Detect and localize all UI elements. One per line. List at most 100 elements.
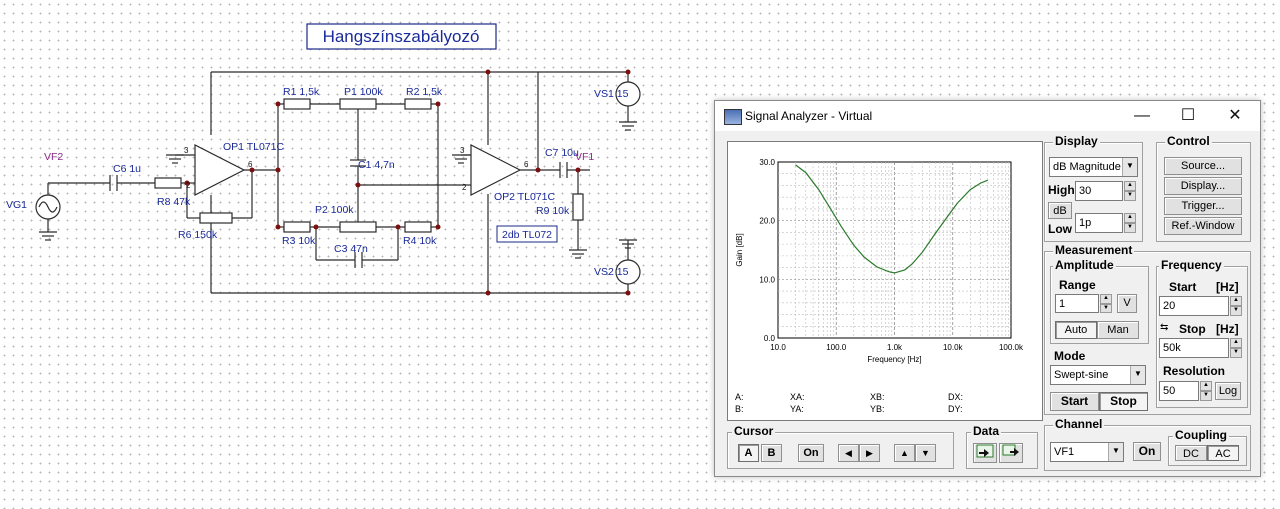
stop-freq-label: Stop bbox=[1179, 322, 1206, 336]
ac-coupling-button[interactable]: AC bbox=[1207, 445, 1239, 461]
label-r9: R9 10k bbox=[536, 205, 570, 217]
stop-freq-unit: [Hz] bbox=[1216, 322, 1239, 336]
cursor-xb-readout: XB: bbox=[870, 392, 885, 402]
range-spinner[interactable]: ▲▼ bbox=[1100, 294, 1112, 313]
minimize-button[interactable]: — bbox=[1134, 107, 1150, 124]
x-tick-label: 1.0k bbox=[887, 343, 903, 352]
title-bar[interactable]: Signal Analyzer - Virtual — ☐ ✕ bbox=[715, 101, 1260, 131]
stop-button[interactable]: Stop bbox=[1099, 392, 1148, 411]
mode-value: Swept-sine bbox=[1054, 369, 1109, 381]
start-frequency-input[interactable]: 20 bbox=[1159, 296, 1229, 316]
cursor-left-button[interactable]: ◀ bbox=[838, 444, 859, 462]
trigger-button[interactable]: Trigger... bbox=[1164, 197, 1242, 215]
stop-frequency-spinner[interactable]: ▲▼ bbox=[1230, 338, 1242, 358]
data-group: Data bbox=[966, 424, 1038, 469]
channel-group-label: Channel bbox=[1053, 417, 1105, 431]
close-button[interactable]: ✕ bbox=[1228, 107, 1242, 124]
chevron-down-icon: ▼ bbox=[1130, 366, 1145, 384]
dual-opamp-note: 2db TL072 bbox=[502, 229, 552, 241]
label-vs1: VS1 15 bbox=[594, 88, 629, 100]
display-mode-select[interactable]: dB Magnitude ▼ bbox=[1049, 157, 1138, 177]
cursor-yb-readout: YB: bbox=[870, 404, 885, 414]
y-tick-label: 30.0 bbox=[759, 158, 775, 167]
channel-on-button[interactable]: On bbox=[1133, 442, 1161, 461]
label-r1: R1 1,5k bbox=[283, 86, 320, 98]
y-axis-label: Gain [dB] bbox=[735, 233, 744, 266]
cursor-group-label: Cursor bbox=[732, 424, 776, 438]
op2-pin2: 2 bbox=[462, 183, 467, 192]
channel-select[interactable]: VF1 ▼ bbox=[1050, 442, 1124, 462]
measurement-group: Measurement Amplitude Range 1 ▲▼ V Auto … bbox=[1044, 243, 1251, 415]
display-settings-button[interactable]: Display... bbox=[1164, 177, 1242, 195]
channel-value: VF1 bbox=[1054, 446, 1075, 458]
gain-curve bbox=[795, 164, 989, 274]
label-r3: R3 10k bbox=[282, 235, 316, 247]
ref-window-button[interactable]: Ref.-Window bbox=[1164, 217, 1242, 235]
low-spinner[interactable]: ▲▼ bbox=[1124, 213, 1136, 233]
cursor-right-button[interactable]: ▶ bbox=[859, 444, 880, 462]
x-tick-label: 100.0 bbox=[826, 343, 847, 352]
import-data-icon bbox=[976, 444, 994, 458]
window-title: Signal Analyzer - Virtual bbox=[745, 109, 873, 123]
source-button[interactable]: Source... bbox=[1164, 157, 1242, 175]
man-button[interactable]: Man bbox=[1097, 321, 1139, 339]
link-icon[interactable]: ⇆ bbox=[1160, 322, 1169, 333]
data-group-label: Data bbox=[971, 424, 1002, 438]
coupling-group-label: Coupling bbox=[1173, 428, 1229, 442]
label-c6: C6 1u bbox=[113, 163, 141, 175]
cursor-down-button[interactable]: ▼ bbox=[915, 444, 936, 462]
resolution-input[interactable]: 50 bbox=[1159, 381, 1199, 401]
label-p1: P1 100k bbox=[344, 86, 383, 98]
x-tick-label: 100.0k bbox=[999, 343, 1024, 352]
cursor-b-readout: B: bbox=[735, 404, 744, 414]
y-tick-label: 20.0 bbox=[759, 217, 775, 226]
db-button[interactable]: dB bbox=[1048, 202, 1072, 219]
log-button[interactable]: Log bbox=[1215, 382, 1241, 400]
cursor-a-readout: A: bbox=[735, 392, 744, 402]
display-group-label: Display bbox=[1053, 134, 1100, 148]
display-group: Display dB Magnitude ▼ High 30 ▲▼ dB Low… bbox=[1044, 134, 1143, 242]
start-frequency-spinner[interactable]: ▲▼ bbox=[1230, 296, 1242, 316]
cursor-dy-readout: DY: bbox=[948, 404, 963, 414]
resolution-label: Resolution bbox=[1163, 364, 1225, 378]
label-r6: R6 150k bbox=[178, 229, 218, 241]
label-vg1: VG1 bbox=[6, 199, 27, 211]
x-axis-label: Frequency [Hz] bbox=[867, 355, 921, 364]
schematic-canvas: Hangszínszabályozó 2db TL072 VF2 VG1 C6 … bbox=[6, 23, 641, 296]
mode-label: Mode bbox=[1054, 349, 1086, 363]
y-tick-label: 10.0 bbox=[759, 275, 775, 284]
dc-coupling-button[interactable]: DC bbox=[1175, 445, 1207, 461]
export-data-button[interactable] bbox=[999, 443, 1023, 463]
cursor-on-button[interactable]: On bbox=[798, 444, 824, 462]
label-r8: R8 47k bbox=[157, 196, 191, 208]
signal-analyzer-window: Signal Analyzer - Virtual — ☐ ✕ 10.0 100.… bbox=[714, 100, 1261, 477]
mode-select[interactable]: Swept-sine ▼ bbox=[1050, 365, 1146, 385]
import-data-button[interactable] bbox=[973, 443, 997, 463]
control-group: Control Source... Display... Trigger... … bbox=[1156, 134, 1251, 242]
coupling-group: Coupling DC AC bbox=[1168, 428, 1247, 466]
maximize-button[interactable]: ☐ bbox=[1180, 107, 1196, 124]
label-op1: OP1 TL071C bbox=[223, 141, 285, 153]
label-vf1: VF1 bbox=[575, 151, 594, 163]
label-vs2: VS2 15 bbox=[594, 266, 629, 278]
high-spinner[interactable]: ▲▼ bbox=[1124, 181, 1136, 201]
low-input[interactable]: 1p bbox=[1075, 213, 1123, 233]
cursor-xa-readout: XA: bbox=[790, 392, 805, 402]
volt-unit-button[interactable]: V bbox=[1117, 294, 1137, 313]
label-c3: C3 47n bbox=[334, 243, 368, 255]
control-group-label: Control bbox=[1165, 134, 1212, 148]
stop-frequency-input[interactable]: 50k bbox=[1159, 338, 1229, 358]
amplitude-label: Amplitude bbox=[1053, 258, 1116, 272]
high-input[interactable]: 30 bbox=[1075, 181, 1123, 201]
range-input[interactable]: 1 bbox=[1055, 294, 1099, 313]
label-c7: C7 10u bbox=[545, 147, 579, 159]
cursor-b-button[interactable]: B bbox=[761, 444, 782, 462]
label-r4: R4 10k bbox=[403, 235, 437, 247]
auto-button[interactable]: Auto bbox=[1055, 321, 1097, 339]
cursor-dx-readout: DX: bbox=[948, 392, 964, 402]
cursor-a-button[interactable]: A bbox=[738, 444, 759, 462]
resolution-spinner[interactable]: ▲▼ bbox=[1200, 381, 1212, 401]
start-button[interactable]: Start bbox=[1050, 392, 1099, 411]
cursor-up-button[interactable]: ▲ bbox=[894, 444, 915, 462]
